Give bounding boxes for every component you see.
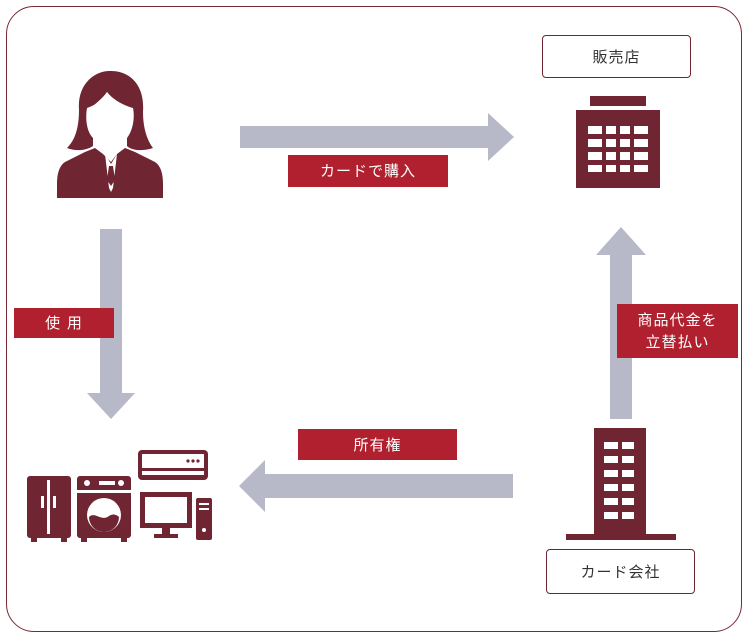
diagram-frame <box>6 6 742 632</box>
use-edge-label: 使 用 <box>14 308 114 338</box>
store-node-label: 販売店 <box>542 35 691 78</box>
payment-edge-label: 商品代金を 立替払い <box>617 304 738 358</box>
purchase-edge-label: カードで購入 <box>288 155 448 187</box>
store-building-icon <box>576 96 660 188</box>
air-conditioner-icon <box>138 450 208 480</box>
payment-edge-label-line1: 商品代金を <box>637 311 718 329</box>
card-company-building-icon <box>566 428 676 540</box>
refrigerator-icon <box>27 476 71 542</box>
washing-machine-icon <box>77 476 131 542</box>
purchase-arrow <box>240 113 514 161</box>
ownership-edge-label: 所有権 <box>298 429 457 460</box>
ownership-arrow <box>239 460 513 512</box>
card-company-node-label: カード会社 <box>546 549 695 594</box>
desktop-computer-icon <box>140 492 212 540</box>
payment-edge-label-line2: 立替払い <box>645 333 710 351</box>
customer-person-icon <box>57 70 163 198</box>
